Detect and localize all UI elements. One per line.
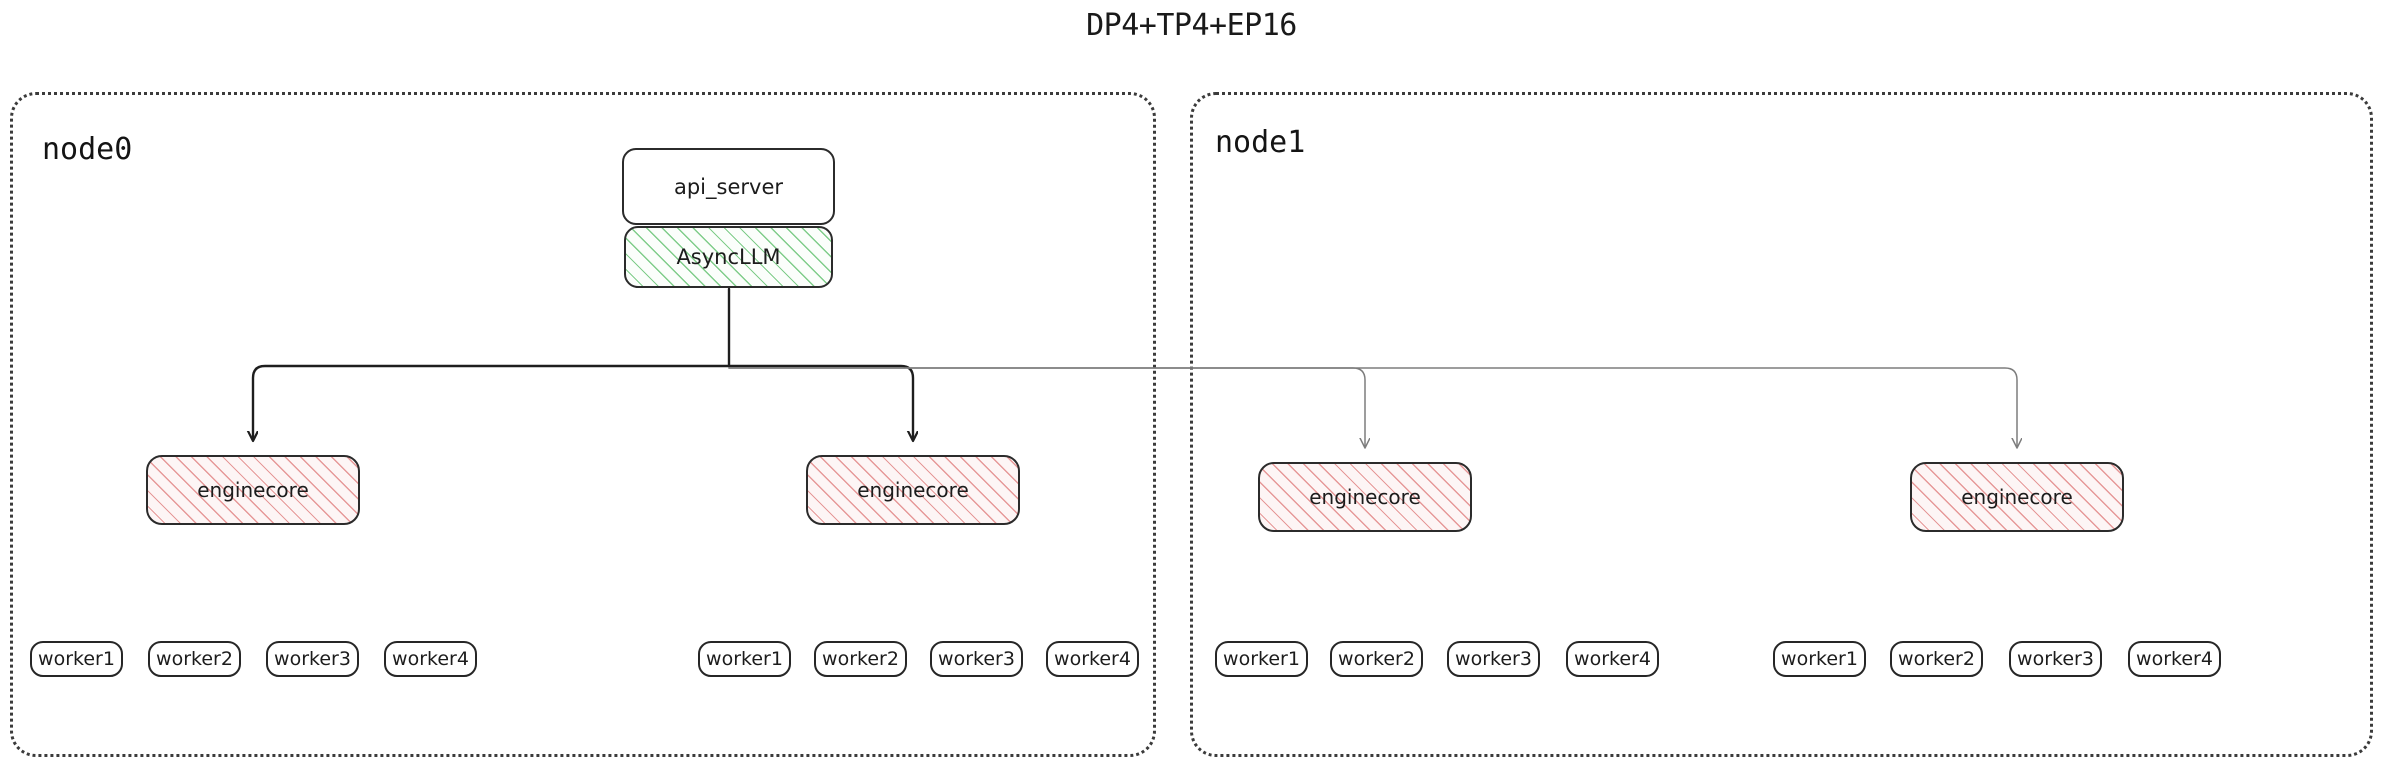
- asyncllm-box[interactable]: AsyncLLM: [624, 226, 833, 288]
- worker-label: worker1: [1781, 648, 1858, 670]
- api-server-box[interactable]: api_server: [622, 148, 835, 225]
- worker-label: worker4: [2136, 648, 2213, 670]
- enginecore-node1-2[interactable]: enginecore: [1910, 462, 2124, 532]
- enginecore-label: enginecore: [857, 478, 969, 502]
- worker-label: worker4: [1054, 648, 1131, 670]
- worker-node1-g1-1[interactable]: worker1: [1215, 641, 1308, 677]
- worker-label: worker4: [1574, 648, 1651, 670]
- worker-node1-g1-4[interactable]: worker4: [1566, 641, 1659, 677]
- worker-node1-g1-3[interactable]: worker3: [1447, 641, 1540, 677]
- worker-node0-g1-4[interactable]: worker4: [384, 641, 477, 677]
- worker-node1-g1-2[interactable]: worker2: [1330, 641, 1423, 677]
- worker-label: worker2: [156, 648, 233, 670]
- worker-node0-g1-1[interactable]: worker1: [30, 641, 123, 677]
- worker-label: worker3: [2017, 648, 2094, 670]
- worker-node0-g1-2[interactable]: worker2: [148, 641, 241, 677]
- worker-label: worker3: [274, 648, 351, 670]
- node-label-node0: node0: [42, 132, 133, 167]
- worker-node0-g2-1[interactable]: worker1: [698, 641, 791, 677]
- enginecore-label: enginecore: [197, 478, 309, 502]
- enginecore-label: enginecore: [1961, 485, 2073, 509]
- worker-node1-g2-2[interactable]: worker2: [1890, 641, 1983, 677]
- worker-node0-g2-4[interactable]: worker4: [1046, 641, 1139, 677]
- worker-node1-g2-4[interactable]: worker4: [2128, 641, 2221, 677]
- worker-label: worker1: [38, 648, 115, 670]
- worker-label: worker3: [1455, 648, 1532, 670]
- enginecore-node0-2[interactable]: enginecore: [806, 455, 1020, 525]
- worker-label: worker2: [1338, 648, 1415, 670]
- worker-node0-g2-2[interactable]: worker2: [814, 641, 907, 677]
- enginecore-node0-1[interactable]: enginecore: [146, 455, 360, 525]
- worker-node1-g2-3[interactable]: worker3: [2009, 641, 2102, 677]
- worker-label: worker1: [706, 648, 783, 670]
- enginecore-node1-1[interactable]: enginecore: [1258, 462, 1472, 532]
- node-label-node1: node1: [1215, 125, 1306, 160]
- worker-node1-g2-1[interactable]: worker1: [1773, 641, 1866, 677]
- worker-node0-g2-3[interactable]: worker3: [930, 641, 1023, 677]
- worker-label: worker2: [822, 648, 899, 670]
- api-server-label: api_server: [673, 174, 783, 199]
- worker-label: worker1: [1223, 648, 1300, 670]
- worker-label: worker3: [938, 648, 1015, 670]
- worker-node0-g1-3[interactable]: worker3: [266, 641, 359, 677]
- page-title: DP4+TP4+EP16: [1086, 8, 1297, 43]
- worker-label: worker4: [392, 648, 469, 670]
- enginecore-label: enginecore: [1309, 485, 1421, 509]
- asyncllm-label: AsyncLLM: [676, 245, 781, 269]
- worker-label: worker2: [1898, 648, 1975, 670]
